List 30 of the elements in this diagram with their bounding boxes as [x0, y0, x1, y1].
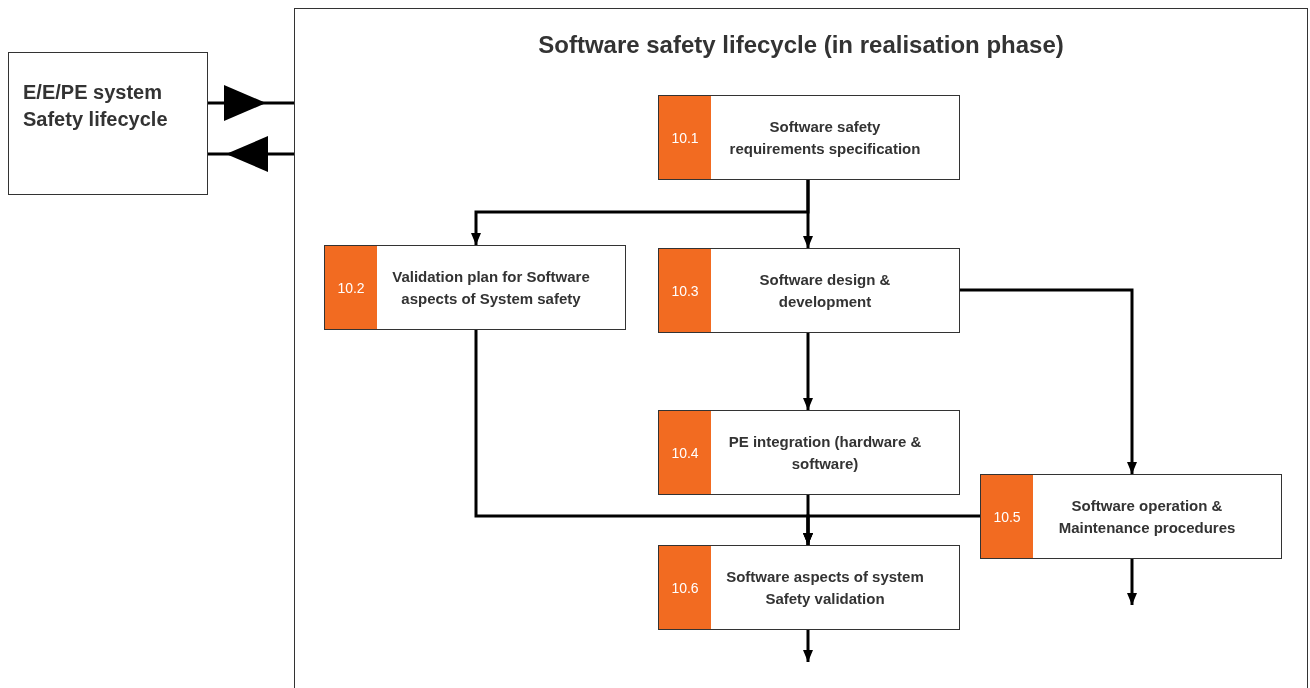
step-number: 10.1	[670, 129, 700, 146]
system-box	[8, 52, 208, 195]
process-box	[980, 474, 1282, 559]
direction-triangle-arrow	[208, 136, 294, 172]
system-label: E/E/PE system Safety lifecycle	[23, 80, 169, 132]
step-label: Software operation & Maintenance procedures	[1057, 495, 1237, 538]
arrow	[803, 180, 813, 248]
arrow	[803, 630, 813, 662]
process-box	[658, 95, 960, 180]
phase-frame	[294, 8, 1308, 688]
step-label: Software aspects of system Safety validation	[725, 566, 925, 609]
arrow	[1127, 559, 1137, 605]
step-label: Validation plan for Software aspects of System safety	[391, 266, 591, 309]
process-box	[658, 545, 960, 630]
arrow	[803, 333, 813, 410]
step-number: 10.3	[670, 282, 700, 299]
step-label: Software design & development	[758, 269, 892, 312]
arrow	[803, 514, 980, 545]
step-number: 10.5	[992, 508, 1022, 525]
process-box	[658, 248, 960, 333]
direction-triangle-arrow	[208, 85, 294, 121]
step-label: PE integration (hardware & software)	[727, 431, 923, 474]
arrow	[960, 288, 1137, 474]
step-label: Software safety requirements specification	[728, 116, 922, 159]
step-number: 10.4	[670, 444, 700, 461]
step-number: 10.6	[670, 579, 700, 596]
step-number: 10.2	[336, 279, 366, 296]
process-box	[658, 410, 960, 495]
frame-title: Software safety lifecycle (in realisation phase)	[537, 31, 1065, 59]
process-box	[324, 245, 626, 330]
